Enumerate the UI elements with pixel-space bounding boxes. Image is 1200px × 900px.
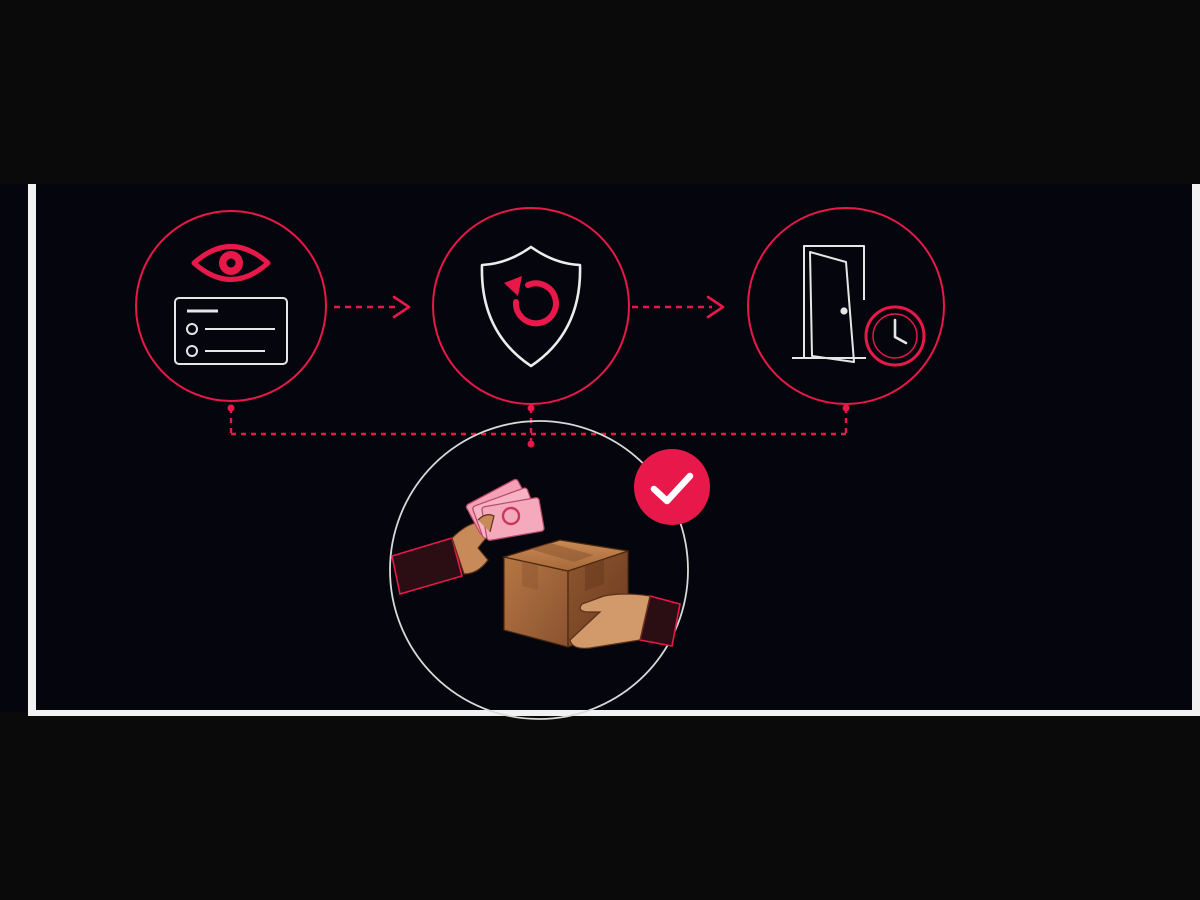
doorstep-timing-node — [747, 207, 945, 405]
bottom-frame-border — [28, 710, 1192, 716]
door-icon — [792, 245, 866, 363]
shield-icon — [480, 245, 582, 368]
courier-hand-icon — [569, 593, 681, 649]
refresh-arrow-icon — [504, 276, 559, 327]
right-frame-border — [1192, 184, 1200, 716]
clock-icon — [864, 305, 926, 367]
dashed-merge-to-delivery — [229, 408, 848, 444]
confirmation-badge — [634, 449, 710, 525]
eye-icon — [191, 244, 271, 282]
thumb-shape — [477, 514, 495, 533]
return-protection-node — [432, 207, 630, 405]
checkmark-icon — [650, 472, 694, 505]
document-card-icon — [174, 297, 288, 365]
arrow-2-to-3 — [632, 295, 725, 319]
review-details-node — [135, 210, 327, 402]
cash-on-delivery-node — [389, 420, 689, 720]
merge-connector-dots — [227, 404, 850, 448]
left-frame-border — [28, 184, 36, 714]
arrow-1-to-2 — [334, 295, 411, 319]
left-panel-strip — [0, 184, 27, 712]
